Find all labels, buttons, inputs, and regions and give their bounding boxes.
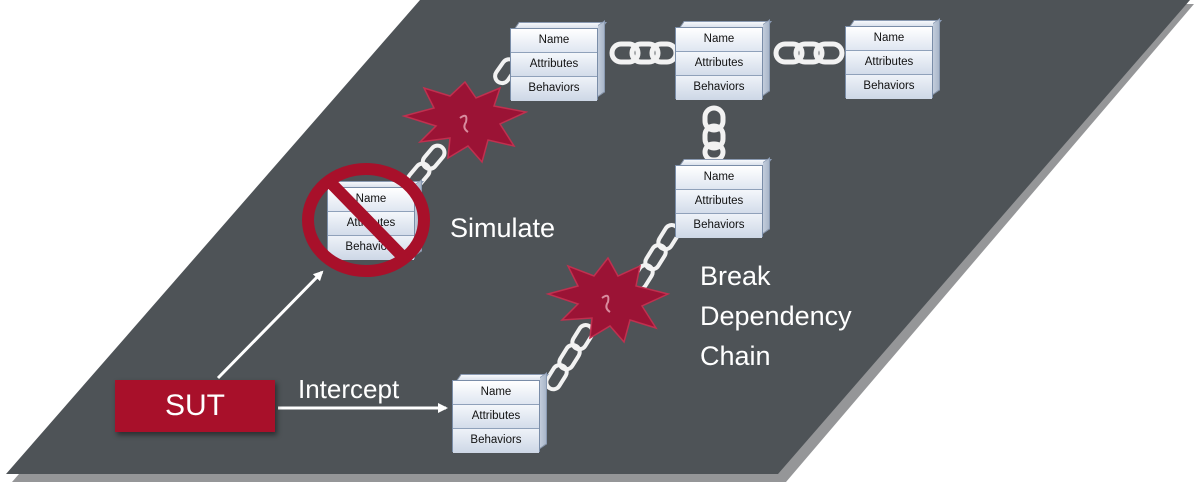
- no-symbol-icon: [302, 163, 430, 277]
- node-name-row: Name: [676, 166, 762, 190]
- intercept-label: Intercept: [298, 374, 400, 404]
- simulate-arrow: [216, 270, 324, 380]
- class-node-intercepted: Name Attributes Behaviors: [452, 372, 549, 453]
- simulate-label: Simulate: [450, 213, 556, 243]
- node-behaviors-row: Behaviors: [846, 75, 932, 99]
- class-node-top-right: Name Attributes Behaviors: [845, 18, 942, 99]
- break-label-line1: Break: [700, 261, 771, 291]
- node-attributes-row: Attributes: [676, 52, 762, 76]
- node-attributes-row: Attributes: [846, 51, 932, 75]
- node-attributes-row: Attributes: [453, 405, 539, 429]
- class-node-top-middle: Name Attributes Behaviors: [675, 19, 772, 100]
- node-behaviors-row: Behaviors: [453, 429, 539, 453]
- break-label-line3: Chain: [700, 341, 771, 371]
- node-name-row: Name: [453, 381, 539, 405]
- plane: [6, 0, 1190, 474]
- node-behaviors-row: Behaviors: [511, 77, 597, 101]
- node-behaviors-row: Behaviors: [676, 76, 762, 100]
- node-attributes-row: Attributes: [676, 190, 762, 214]
- node-attributes-row: Attributes: [511, 53, 597, 77]
- node-behaviors-row: Behaviors: [676, 214, 762, 238]
- node-name-row: Name: [511, 29, 597, 53]
- node-name-row: Name: [676, 28, 762, 52]
- node-name-row: Name: [846, 27, 932, 51]
- sut-box: SUT: [115, 380, 275, 432]
- break-label-line2: Dependency: [700, 301, 852, 331]
- class-node-middle-right: Name Attributes Behaviors: [675, 157, 772, 238]
- class-node-top-left: Name Attributes Behaviors: [510, 20, 607, 101]
